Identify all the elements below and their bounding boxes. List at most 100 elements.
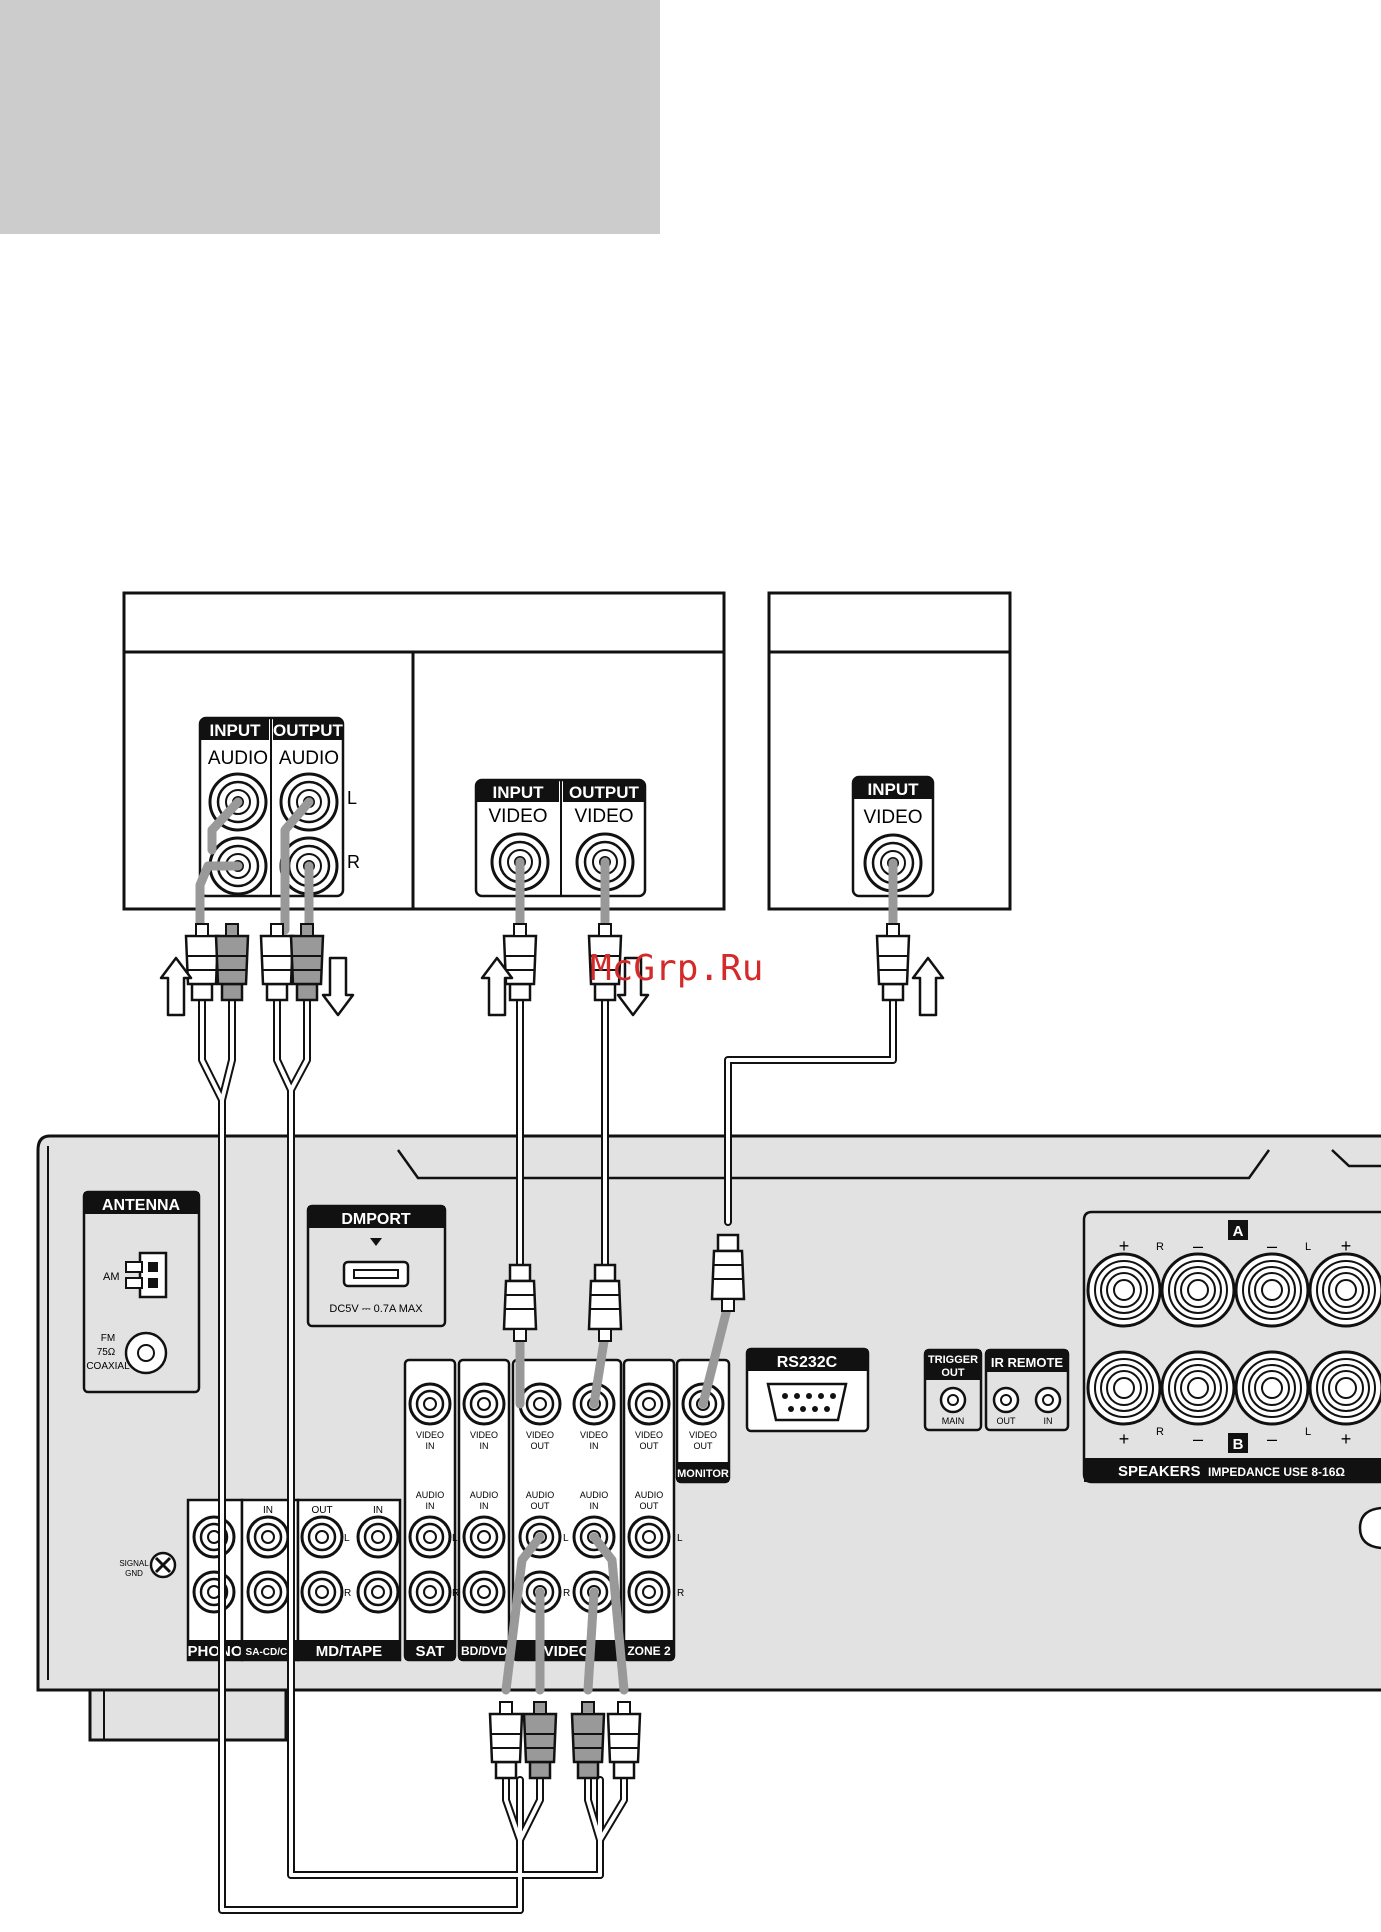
mdtape-out-l-jack[interactable] <box>300 1515 344 1559</box>
speaker-a-l-minus-terminal[interactable] <box>1234 1252 1310 1328</box>
speakers-a-label: A <box>1233 1223 1244 1240</box>
monitor-label: MONITOR <box>677 1468 729 1480</box>
bddvd-video-in-jack[interactable] <box>462 1382 506 1426</box>
zone2-audio-l-jack[interactable] <box>627 1515 671 1559</box>
phono-label: PHONO <box>187 1643 242 1660</box>
sat-video-label: VIDEO <box>416 1430 444 1440</box>
sat-video-in-jack[interactable] <box>408 1382 452 1426</box>
mdtape-out-r-jack[interactable] <box>300 1570 344 1614</box>
sacd-label: SA-CD/CD <box>246 1647 295 1658</box>
receiver-audio-in-l-plug <box>606 1700 642 1780</box>
video-video-out-jack[interactable] <box>518 1382 562 1426</box>
video-aout-sublabel: OUT <box>531 1501 551 1511</box>
fm-label: FM <box>101 1333 115 1344</box>
bddvd-audio-l-jack[interactable] <box>462 1515 506 1559</box>
video-in-sublabel: VIDEO <box>488 806 547 827</box>
video-output-label: OUTPUT <box>569 783 640 802</box>
zone2-audio-r-jack[interactable] <box>627 1570 671 1614</box>
sacd-in-label: IN <box>263 1505 273 1516</box>
watermark-text: McGrp.Ru <box>590 948 763 989</box>
right-channel-label: R <box>347 852 360 872</box>
video-ain-sublabel: IN <box>590 1501 599 1511</box>
sat-video-in-label: IN <box>426 1441 435 1451</box>
speaker-a-r-minus-terminal[interactable] <box>1160 1252 1236 1328</box>
receiver-audio-out-r-plug <box>522 1700 558 1780</box>
speaker-b-r-minus-terminal[interactable] <box>1160 1350 1236 1426</box>
spk-a-r-plus: + <box>1119 1236 1130 1256</box>
monitor-video-label: VIDEO <box>689 1430 717 1440</box>
sat-r-label: R <box>452 1588 459 1599</box>
mdtape-in-label: IN <box>373 1505 383 1516</box>
video-input-label: INPUT <box>493 783 545 802</box>
speaker-a-r-plus-terminal[interactable] <box>1086 1252 1162 1328</box>
video-r-label: R <box>563 1588 570 1599</box>
speaker-a-l-plus-terminal[interactable] <box>1308 1252 1381 1328</box>
bddvd-audio-r-jack[interactable] <box>462 1570 506 1614</box>
left-channel-label: L <box>347 788 357 808</box>
audio-out-sublabel: AUDIO <box>279 748 339 769</box>
video-out-sublabel: VIDEO <box>574 806 633 827</box>
audio-output-label: OUTPUT <box>273 721 344 740</box>
up-arrow-icon <box>480 956 514 1017</box>
phono-r-jack[interactable] <box>192 1570 236 1614</box>
spk-b-l-plus: + <box>1341 1429 1352 1449</box>
bddvd-video-label: VIDEO <box>470 1430 498 1440</box>
phono-l-jack[interactable] <box>192 1515 236 1559</box>
recorder-device: INPUT OUTPUT AUDIO AUDIO L R INPUT OUTPU… <box>122 591 726 911</box>
receiver-panel: ANTENNA AM FM 75Ω COAXIAL DMPORT DC5V ⎓ … <box>36 1134 1381 1742</box>
zone2-video-out-label: OUT <box>640 1441 660 1451</box>
bddvd-audio-label: AUDIO <box>470 1490 499 1500</box>
bddvd-label: BD/DVD <box>461 1644 507 1658</box>
dmport-spec: DC5V ⎓ 0.7A MAX <box>329 1303 423 1315</box>
speakers-label: SPEAKERS <box>1118 1463 1201 1480</box>
sat-audio-r-jack[interactable] <box>408 1570 452 1614</box>
fm-ohms-label: 75Ω <box>97 1347 116 1358</box>
receiver-audio-in-r-plug <box>570 1700 606 1780</box>
monitor-video-out-label: OUT <box>694 1441 714 1451</box>
fm-coaxial-label: COAXIAL <box>86 1361 130 1372</box>
audio-in-sublabel: AUDIO <box>208 748 268 769</box>
bddvd-audio-in-label: IN <box>480 1501 489 1511</box>
zone2-video-out-jack[interactable] <box>627 1382 671 1426</box>
video-l-label: L <box>563 1533 569 1544</box>
mdtape-in-r-jack[interactable] <box>356 1570 400 1614</box>
receiver-video-out-plug <box>502 1263 538 1343</box>
speaker-b-l-minus-terminal[interactable] <box>1234 1350 1310 1426</box>
audio-input-label: INPUT <box>210 721 262 740</box>
audio-out-l-plug <box>259 922 295 1002</box>
zone2-audio-out-label: OUT <box>640 1501 660 1511</box>
video-vout-label: VIDEO <box>526 1430 554 1440</box>
am-terminal[interactable] <box>138 1251 168 1299</box>
sacd-l-jack[interactable] <box>246 1515 290 1559</box>
header-block <box>0 0 660 234</box>
speaker-b-r-plus-terminal[interactable] <box>1086 1350 1162 1426</box>
bddvd-video-in-label: IN <box>480 1441 489 1451</box>
rs232c-port[interactable] <box>766 1382 848 1422</box>
spk-b-r-plus: + <box>1119 1429 1130 1449</box>
zone2-audio-label: AUDIO <box>635 1490 664 1500</box>
spk-b-r-label: R <box>1156 1426 1164 1438</box>
tv-input-label: INPUT <box>868 780 920 799</box>
rs232c-label: RS232C <box>777 1354 838 1371</box>
spk-a-l-minus: – <box>1267 1236 1277 1256</box>
tv-device: INPUT VIDEO <box>767 591 1012 911</box>
audio-in-l-plug <box>184 922 220 1002</box>
up-arrow-icon <box>159 956 193 1017</box>
spk-a-l-plus: + <box>1341 1236 1352 1256</box>
am-label: AM <box>103 1271 120 1283</box>
mdtape-label: MD/TAPE <box>316 1643 382 1660</box>
speaker-b-l-plus-terminal[interactable] <box>1308 1350 1381 1426</box>
dmport-label: DMPORT <box>341 1211 411 1228</box>
spk-b-l-label: L <box>1305 1426 1311 1438</box>
zone2-label: ZONE 2 <box>627 1644 671 1658</box>
spk-a-l-label: L <box>1305 1241 1311 1253</box>
mdtape-l-label: L <box>344 1533 350 1544</box>
signal-gnd-label: SIGNAL <box>119 1559 149 1568</box>
ir-remote-label: IR REMOTE <box>991 1355 1064 1370</box>
video-group-label: VIDEO <box>544 1643 591 1660</box>
down-arrow-icon <box>616 956 650 1017</box>
sat-audio-l-jack[interactable] <box>408 1515 452 1559</box>
mdtape-in-l-jack[interactable] <box>356 1515 400 1559</box>
signal-gnd-sublabel: GND <box>125 1569 143 1578</box>
sacd-r-jack[interactable] <box>246 1570 290 1614</box>
